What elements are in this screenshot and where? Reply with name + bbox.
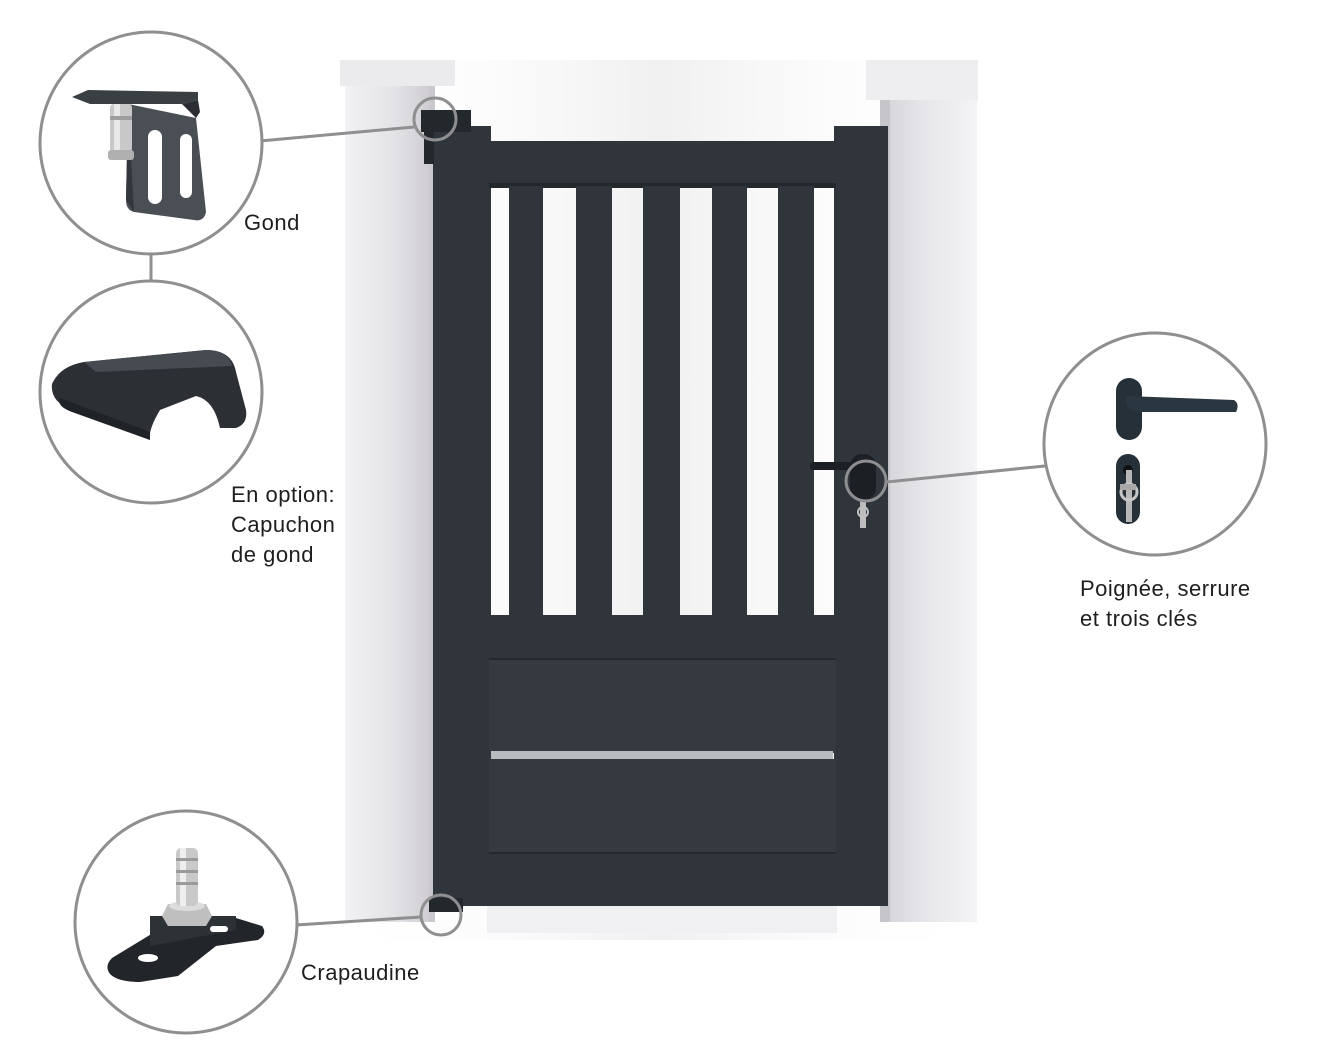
gate-mid-rail <box>489 615 836 660</box>
gate-bottom-rail <box>489 854 836 906</box>
crapaudine-label-line: Crapaudine <box>301 960 420 985</box>
hinge-cap-icon <box>51 350 247 440</box>
gate-lock <box>850 454 876 500</box>
hinge-bracket-icon <box>72 90 206 221</box>
poignee-label: Poignée, serrure et trois clés <box>1080 574 1251 634</box>
gond-label-line: Gond <box>244 210 300 235</box>
right-pillar <box>866 60 978 922</box>
crapaudine-connector <box>295 915 422 927</box>
capuchon-label-line-2: Capuchon <box>231 512 336 537</box>
gate-vertical-bars <box>509 186 814 618</box>
gond-callout <box>38 30 264 256</box>
poignee-connector <box>885 464 1046 484</box>
gond-label: Gond <box>244 208 300 238</box>
gate-lower-panel <box>489 759 836 854</box>
capuchon-label-line-1: En option: <box>231 482 336 507</box>
threshold <box>487 905 837 933</box>
top-hinge <box>421 110 471 132</box>
left-pillar <box>340 60 455 922</box>
gate-top-rail <box>489 141 836 185</box>
poignee-label-line-2: et trois clés <box>1080 606 1198 631</box>
capuchon-label: En option: Capuchon de gond <box>231 480 335 570</box>
poignee-callout <box>1042 331 1268 557</box>
gate-decor-strip <box>491 751 833 759</box>
crapaudine-callout <box>73 809 299 1035</box>
pivot-base-icon <box>107 848 265 982</box>
gate-upper-panel <box>489 660 836 753</box>
gate <box>421 110 888 912</box>
gate-left-stile <box>433 126 491 906</box>
gond-marker <box>412 96 458 142</box>
capuchon-label-line-3: de gond <box>231 542 315 567</box>
poignee-label-line-1: Poignée, serrure <box>1080 576 1251 601</box>
crapaudine-label: Crapaudine <box>301 958 420 988</box>
handle-lock-keys-icon <box>1116 378 1238 524</box>
gond-connector <box>259 125 415 143</box>
crapaudine-marker <box>419 893 463 937</box>
capuchon-callout <box>38 279 264 505</box>
